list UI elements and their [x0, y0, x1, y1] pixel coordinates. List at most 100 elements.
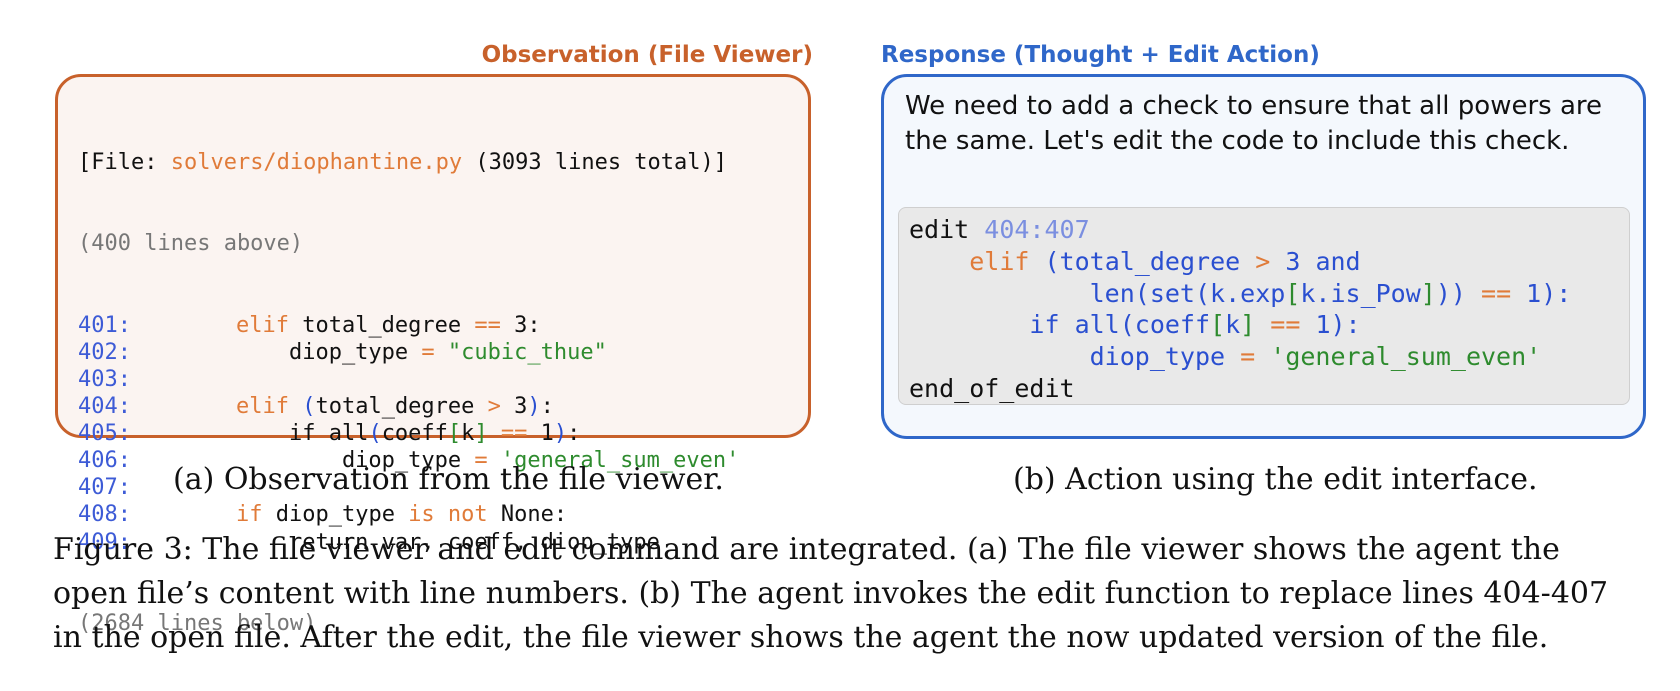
- response-panel-title: Response (Thought + Edit Action): [881, 42, 1320, 68]
- code-token: coeff: [381, 421, 448, 447]
- code-line: 405: if all(coeff[k] == 1):: [78, 420, 808, 447]
- file-viewer-code: [File: solvers/diophantine.py (3093 line…: [78, 95, 808, 691]
- code-token: >: [1255, 246, 1271, 276]
- code-token: 3: [1270, 246, 1316, 276]
- lines-below-indicator: (2684 lines below): [78, 610, 317, 636]
- line-number: 408:: [78, 502, 131, 528]
- code-token: k: [1225, 310, 1241, 340]
- figure-caption: Figure 3: The file viewer and edit comma…: [53, 532, 1609, 655]
- line-number: 402:: [78, 339, 131, 365]
- code-line: 408: if diop_type is not None:: [78, 501, 808, 528]
- line-number: 401:: [78, 312, 131, 338]
- line-number: 403:: [78, 366, 131, 392]
- file-path: solvers/diophantine.py: [170, 150, 463, 176]
- code-token: )): [1435, 278, 1466, 308]
- code-token: 1):: [1511, 278, 1572, 308]
- code-token: [1255, 310, 1270, 339]
- line-number: 405:: [78, 421, 131, 447]
- code-token: 404:407: [984, 215, 1090, 244]
- code-token: =: [1240, 342, 1256, 372]
- code-token: len(set(k.exp: [1089, 278, 1286, 308]
- code-token: =: [421, 339, 435, 365]
- line-number: 406:: [78, 448, 131, 474]
- line-number: 409:: [78, 529, 131, 555]
- code-token: k: [461, 421, 475, 447]
- code-token: >: [487, 394, 501, 420]
- code-token: [909, 342, 1090, 371]
- code-token: ==: [1481, 278, 1512, 308]
- code-line: 407:: [78, 474, 808, 501]
- code-token: if all: [183, 421, 369, 447]
- edit-code-line: edit 404:407: [909, 214, 1629, 246]
- code-token: ]: [1240, 310, 1256, 340]
- code-token: ): [553, 421, 568, 447]
- code-token: k.is_Pow: [1300, 278, 1421, 308]
- code-token: [488, 421, 501, 446]
- code-token: ]: [474, 421, 488, 447]
- code-token: [183, 394, 236, 419]
- code-token: diop_type: [262, 502, 409, 528]
- edit-code-line: elif (total_degree > 3 and: [909, 246, 1629, 278]
- code-token: [: [447, 421, 462, 447]
- code-token: return var, coeff, diop_type: [183, 529, 660, 555]
- lines-above-indicator: (400 lines above): [78, 231, 304, 257]
- code-token: diop_type: [183, 339, 422, 365]
- code-token: if all(coeff: [1029, 310, 1211, 340]
- code-token: [1466, 279, 1481, 308]
- code-token: ==: [1270, 310, 1301, 340]
- code-token: :: [567, 421, 581, 447]
- code-token: [1029, 247, 1044, 276]
- code-token: [289, 394, 302, 419]
- code-token: is not: [408, 502, 488, 528]
- code-token: (total_degree: [1044, 246, 1241, 276]
- code-token: :: [540, 394, 554, 420]
- code-token: ==: [500, 421, 528, 447]
- code-token: 1):: [1300, 310, 1361, 340]
- edit-code-line: len(set(k.exp[k.is_Pow])) == 1):: [909, 278, 1629, 310]
- code-token: ): [527, 394, 541, 420]
- code-lines: 401: elif total_degree == 3:402: diop_ty…: [78, 312, 808, 556]
- response-panel: We need to add a check to ensure that al…: [881, 74, 1646, 439]
- edit-action-block: edit 404:407 elif (total_degree > 3 and …: [898, 207, 1630, 405]
- code-line: 401: elif total_degree == 3:: [78, 312, 808, 339]
- code-token: [909, 247, 969, 276]
- edit-code: edit 404:407 elif (total_degree > 3 and …: [909, 214, 1629, 405]
- code-token: [909, 310, 1029, 339]
- code-token: (: [368, 421, 382, 447]
- code-token: total_degree: [315, 394, 488, 420]
- file-header-prefix: [File:: [78, 150, 171, 176]
- code-token: 3:: [500, 312, 541, 338]
- code-token: =: [474, 448, 488, 474]
- code-token: [909, 279, 1090, 308]
- code-token: and: [1315, 246, 1361, 276]
- code-token: end_of_edit: [909, 373, 1075, 403]
- code-token: edit: [909, 215, 985, 244]
- code-token: "cubic_thue": [447, 339, 607, 365]
- code-token: 'general_sum_even': [1270, 342, 1542, 372]
- code-token: [: [1210, 310, 1226, 340]
- code-token: [183, 502, 236, 527]
- code-token: [183, 313, 236, 338]
- thought-text: We need to add a check to ensure that al…: [905, 91, 1603, 156]
- code-token: elif: [969, 246, 1030, 276]
- code-token: ]: [1420, 278, 1436, 308]
- code-token: None:: [487, 502, 568, 528]
- edit-code-line: if all(coeff[k] == 1):: [909, 309, 1629, 341]
- code-token: 'general_sum_even': [500, 448, 740, 474]
- code-token: (: [302, 394, 316, 420]
- code-token: [1240, 247, 1255, 276]
- code-token: ==: [474, 312, 501, 338]
- code-token: total_degree: [288, 312, 475, 338]
- code-line: 403:: [78, 366, 808, 393]
- observation-panel-title: Observation (File Viewer): [481, 42, 813, 68]
- line-number: 404:: [78, 394, 131, 420]
- code-token: [: [1285, 278, 1301, 308]
- code-token: diop_type: [183, 448, 475, 474]
- code-line: 402: diop_type = "cubic_thue": [78, 339, 808, 366]
- caption-b: (b) Action using the edit interface.: [1013, 462, 1538, 497]
- code-line: 406: diop_type = 'general_sum_even': [78, 447, 808, 474]
- caption-a: (a) Observation from the file viewer.: [173, 462, 724, 497]
- file-header-suffix: (3093 lines total)]: [462, 150, 728, 176]
- code-line: 409: return var, coeff, diop_type: [78, 529, 808, 556]
- code-token: [435, 340, 448, 365]
